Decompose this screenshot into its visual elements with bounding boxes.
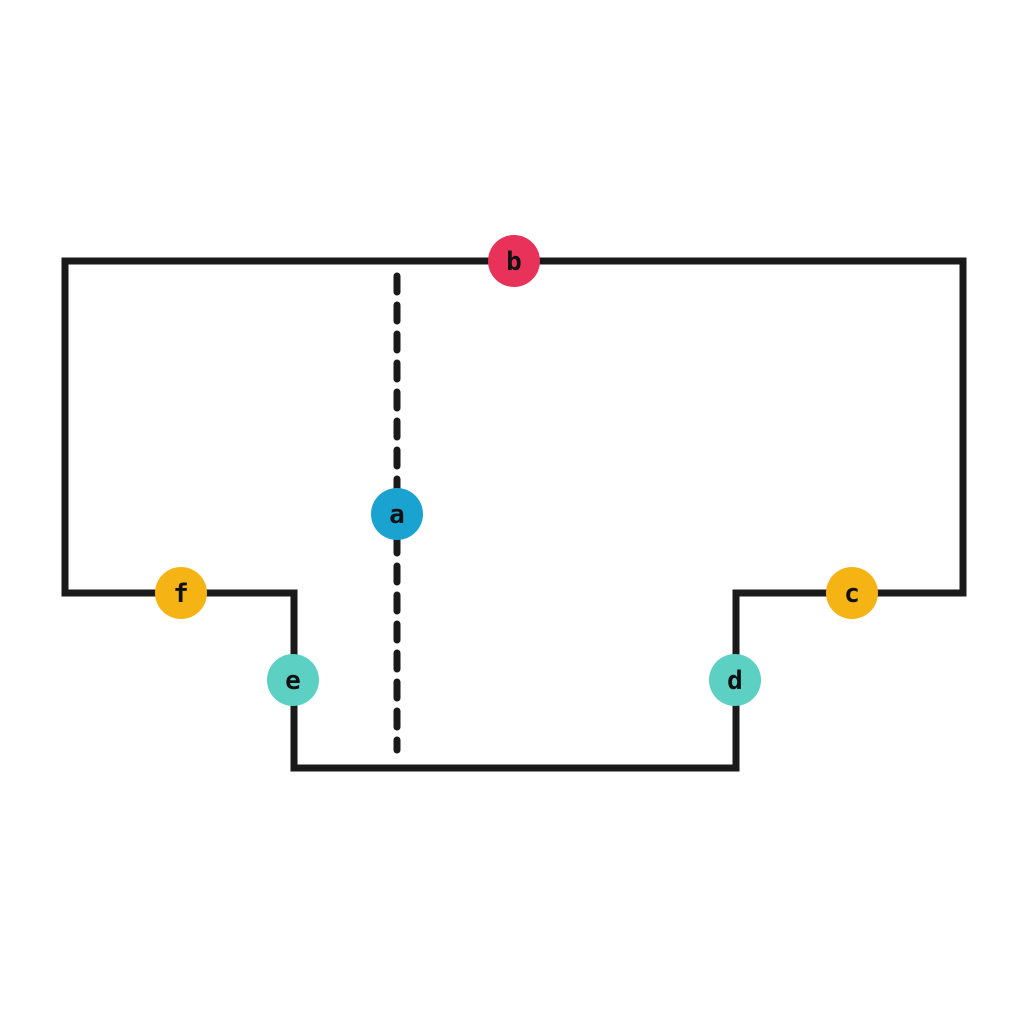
label-d: d [709, 654, 761, 706]
label-d-text: d [727, 666, 743, 696]
label-b-circle [488, 235, 540, 287]
label-e-circle [267, 654, 319, 706]
label-a-text: a [389, 500, 405, 530]
label-f: f [155, 567, 207, 619]
label-a-circle [371, 488, 423, 540]
shape-outline [61, 257, 967, 772]
label-c-circle [826, 567, 878, 619]
label-f-text: f [173, 579, 189, 609]
label-a: a [371, 488, 423, 540]
label-e: e [267, 654, 319, 706]
label-d-circle [709, 654, 761, 706]
label-b-text: b [506, 247, 522, 277]
label-c: c [826, 567, 878, 619]
label-c-text: c [844, 579, 860, 609]
label-e-text: e [285, 666, 301, 696]
label-f-circle [155, 567, 207, 619]
label-b: b [488, 235, 540, 287]
